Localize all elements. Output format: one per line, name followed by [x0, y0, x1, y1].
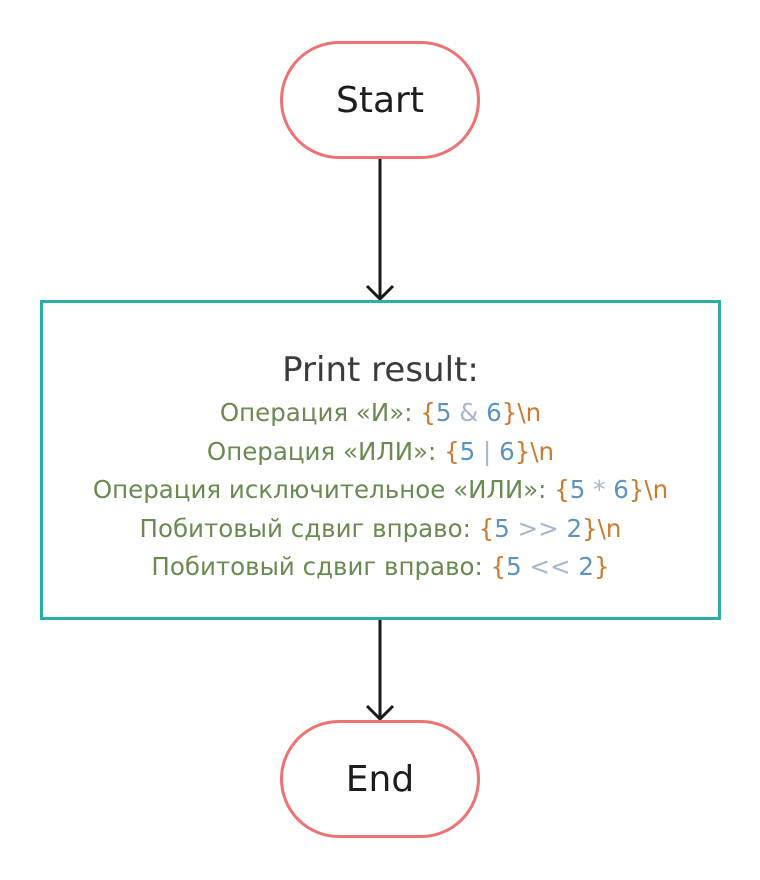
end-node: End — [280, 720, 480, 838]
code-token-brace: { — [554, 475, 570, 504]
code-token-op: << — [521, 552, 579, 581]
code-line: Операция исключительное «ИЛИ»: {5 * 6}\n — [43, 471, 718, 510]
process-title: Print result: — [282, 350, 479, 390]
code-token-brace: { — [420, 398, 436, 427]
code-line: Побитовый сдвиг вправо: {5 << 2} — [43, 548, 718, 587]
code-token-op: >> — [509, 513, 567, 543]
arrow-process-to-end — [365, 620, 395, 722]
code-token-brace: } — [593, 552, 610, 581]
code-token-brace: { — [444, 436, 460, 466]
code-token-num: 6 — [499, 436, 515, 466]
code-token-brace: }\n — [501, 398, 542, 427]
code-token-text: Операция исключительное «ИЛИ»: — [92, 475, 555, 504]
arrow-start-to-process — [365, 159, 395, 302]
code-token-num: 2 — [578, 552, 594, 581]
start-label: Start — [336, 79, 424, 121]
start-node: Start — [280, 41, 480, 159]
code-token-brace: }\n — [628, 475, 669, 504]
code-line: Операция «И»: {5 & 6}\n — [43, 394, 718, 433]
code-token-text: Побитовый сдвиг вправо: — [151, 552, 491, 581]
code-line: Операция «ИЛИ»: {5 | 6}\n — [43, 433, 718, 472]
code-token-num: 5 — [494, 513, 510, 543]
code-token-text: Побитовый сдвиг вправо: — [139, 513, 479, 543]
code-token-op: * — [585, 475, 614, 504]
code-token-op: | — [475, 436, 500, 466]
code-token-num: 5 — [459, 436, 476, 466]
code-token-brace: }\n — [582, 513, 622, 543]
code-token-num: 5 — [435, 398, 452, 427]
code-token-op: & — [451, 398, 487, 427]
code-token-text: Операция «ИЛИ»: — [206, 436, 445, 466]
code-line: Побитовый сдвиг вправо: {5 >> 2}\n — [43, 510, 718, 549]
end-label: End — [345, 758, 415, 800]
code-token-num: 2 — [566, 513, 583, 543]
code-token-num: 6 — [613, 475, 629, 504]
code-token-brace: { — [490, 552, 507, 581]
code-token-num: 5 — [569, 475, 586, 504]
code-token-text: Операция «И»: — [219, 398, 421, 427]
code-token-brace: { — [478, 513, 495, 543]
code-token-brace: }\n — [514, 436, 555, 466]
code-token-num: 6 — [486, 398, 502, 427]
code-token-num: 5 — [506, 552, 522, 581]
